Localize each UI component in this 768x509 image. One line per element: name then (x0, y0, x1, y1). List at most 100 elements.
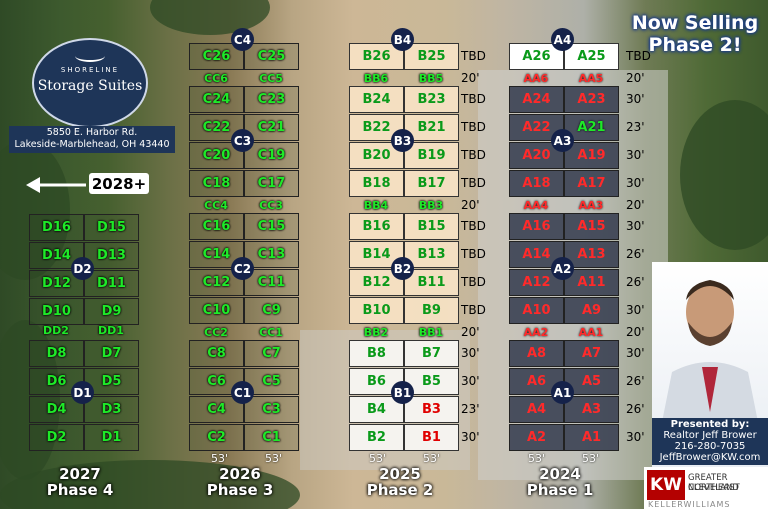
dimension-label: 20' (626, 71, 645, 85)
unit-cell[interactable]: C25 (244, 43, 299, 70)
unit-cell[interactable]: B21 (404, 114, 459, 141)
agent-email[interactable]: JeffBrower@KW.com (659, 452, 761, 463)
unit-cell[interactable]: C9 (244, 297, 299, 324)
unit-cell[interactable]: B23 (404, 86, 459, 113)
unit-cell[interactable]: B25 (404, 43, 459, 70)
unit-cell[interactable]: A9 (564, 297, 619, 324)
unit-cell[interactable]: C13 (244, 241, 299, 268)
unit-cell[interactable]: C24 (189, 86, 244, 113)
building-badge: C4 (231, 28, 254, 51)
corridor-label: CC5 (259, 72, 283, 85)
unit-cell[interactable]: C16 (189, 213, 244, 240)
unit-cell[interactable]: B18 (349, 170, 404, 197)
unit-cell[interactable]: C1 (244, 424, 299, 451)
unit-cell[interactable]: D14 (29, 242, 84, 269)
unit-cell[interactable]: D15 (84, 214, 139, 241)
unit-cell[interactable]: D16 (29, 214, 84, 241)
unit-cell[interactable]: C26 (189, 43, 244, 70)
building-badge: B1 (391, 381, 414, 404)
unit-cell[interactable]: D10 (29, 298, 84, 325)
building-badge: B3 (391, 129, 414, 152)
unit-cell[interactable]: B24 (349, 86, 404, 113)
unit-cell[interactable]: C10 (189, 297, 244, 324)
unit-cell[interactable]: A8 (509, 340, 564, 367)
unit-cell[interactable]: B15 (404, 213, 459, 240)
unit-cell[interactable]: C17 (244, 170, 299, 197)
unit-cell[interactable]: C19 (244, 142, 299, 169)
unit-cell[interactable]: A18 (509, 170, 564, 197)
unit-cell[interactable]: C8 (189, 340, 244, 367)
unit-cell[interactable]: C22 (189, 114, 244, 141)
unit-cell[interactable]: B10 (349, 297, 404, 324)
unit-cell[interactable]: C11 (244, 269, 299, 296)
dimension-label: 30' (461, 346, 480, 360)
corridor-label: AA5 (578, 72, 604, 85)
dimension-label: 53' (265, 452, 283, 465)
unit-cell[interactable]: D9 (84, 298, 139, 325)
unit-cell[interactable]: C15 (244, 213, 299, 240)
unit-cell[interactable]: B1 (404, 424, 459, 451)
unit-cell[interactable]: A17 (564, 170, 619, 197)
corridor-label: AA4 (523, 199, 549, 212)
unit-cell[interactable]: B8 (349, 340, 404, 367)
unit-cell[interactable]: B4 (349, 396, 404, 423)
building-badge: B4 (391, 28, 414, 51)
unit-cell[interactable]: D2 (29, 424, 84, 451)
unit-cell[interactable]: D7 (84, 340, 139, 367)
corridor-label: AA2 (523, 326, 549, 339)
unit-cell[interactable]: B3 (404, 396, 459, 423)
unit-cell[interactable]: A1 (564, 424, 619, 451)
unit-cell[interactable]: A26 (509, 43, 564, 70)
tree-canopy (150, 0, 270, 35)
building-badge: A2 (551, 257, 574, 280)
unit-cell[interactable]: D8 (29, 340, 84, 367)
unit-cell[interactable]: B19 (404, 142, 459, 169)
address-line1: 5850 E. Harbor Rd. (46, 127, 138, 138)
unit-cell[interactable]: B11 (404, 269, 459, 296)
unit-cell[interactable]: A11 (564, 269, 619, 296)
unit-cell[interactable]: A7 (564, 340, 619, 367)
unit-cell[interactable]: A20 (509, 142, 564, 169)
corridor-label: BB2 (363, 326, 389, 339)
unit-cell[interactable]: A24 (509, 86, 564, 113)
unit-cell[interactable]: C3 (244, 396, 299, 423)
unit-cell[interactable]: A23 (564, 86, 619, 113)
unit-cell[interactable]: A25 (564, 43, 619, 70)
unit-cell[interactable]: A15 (564, 213, 619, 240)
banner-line1: Now Selling (631, 12, 759, 34)
dimension-label: 20' (626, 325, 645, 339)
dimension-label: TBD (461, 49, 486, 63)
unit-cell[interactable]: C2 (189, 424, 244, 451)
unit-cell[interactable]: B7 (404, 340, 459, 367)
unit-cell[interactable]: A3 (564, 396, 619, 423)
unit-cell[interactable]: C4 (189, 396, 244, 423)
unit-cell[interactable]: B16 (349, 213, 404, 240)
unit-cell[interactable]: A4 (509, 396, 564, 423)
unit-cell[interactable]: D5 (84, 368, 139, 395)
unit-cell[interactable]: A6 (509, 368, 564, 395)
dimension-label: TBD (461, 247, 486, 261)
unit-cell[interactable]: D4 (29, 396, 84, 423)
unit-cell[interactable]: D3 (84, 396, 139, 423)
unit-cell[interactable]: B9 (404, 297, 459, 324)
unit-cell[interactable]: C18 (189, 170, 244, 197)
unit-cell[interactable]: C7 (244, 340, 299, 367)
unit-cell[interactable]: B2 (349, 424, 404, 451)
tree-canopy (0, 460, 300, 509)
dimension-label: 26' (626, 275, 645, 289)
unit-cell[interactable]: A2 (509, 424, 564, 451)
building-badge: A1 (551, 381, 574, 404)
kw-line2: NORTHEAST (688, 483, 740, 493)
future-expansion-label: 2028+ (89, 173, 149, 194)
unit-cell[interactable]: B17 (404, 170, 459, 197)
address-line2: Lakeside-Marblehead, OH 43440 (14, 139, 170, 150)
unit-cell[interactable]: D11 (84, 270, 139, 297)
unit-cell[interactable]: C23 (244, 86, 299, 113)
unit-cell[interactable]: A10 (509, 297, 564, 324)
unit-cell[interactable]: A19 (564, 142, 619, 169)
unit-cell[interactable]: D1 (84, 424, 139, 451)
unit-cell[interactable]: A16 (509, 213, 564, 240)
agent-phone: 216-280-7035 (674, 441, 746, 452)
